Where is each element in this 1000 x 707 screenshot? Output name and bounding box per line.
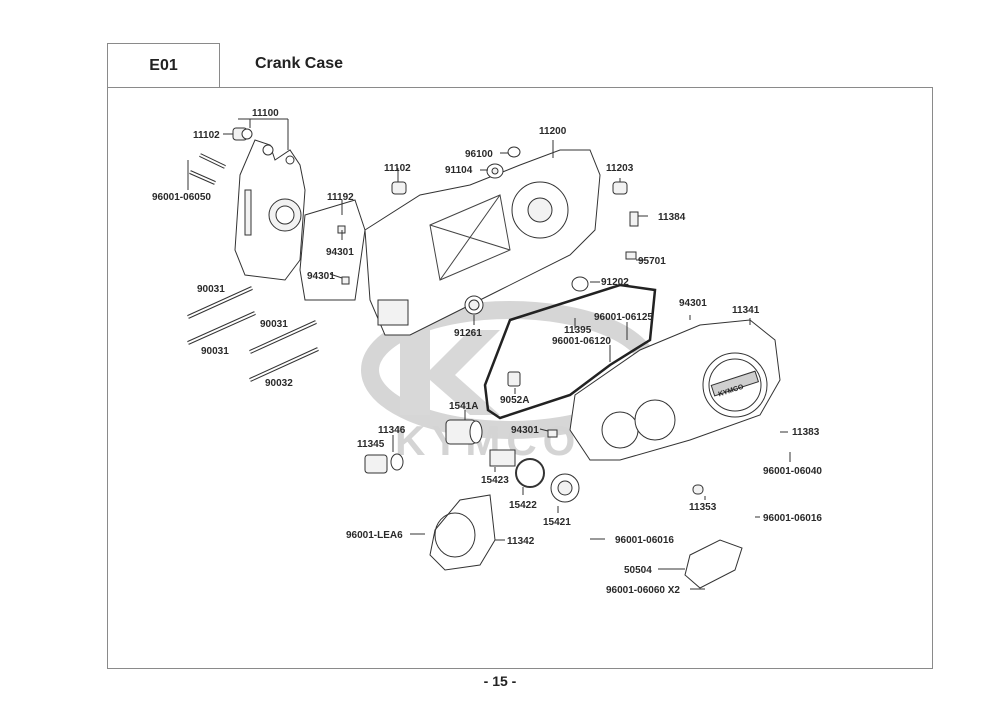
part-label: 11102 xyxy=(193,130,220,141)
part-label: 11100 xyxy=(252,108,279,119)
part-label: 94301 xyxy=(326,247,354,258)
part-label: 11192 xyxy=(327,192,354,203)
part-label: 11353 xyxy=(689,502,717,513)
part-label: 11345 xyxy=(357,439,385,450)
bracket-part xyxy=(684,539,743,589)
part-label: 11200 xyxy=(539,126,567,137)
part-label: 90031 xyxy=(197,284,225,295)
part-label: 50504 xyxy=(624,565,652,576)
starter-parts xyxy=(364,419,580,503)
watermark-text: KYMCO xyxy=(395,417,581,464)
part-label: 15423 xyxy=(481,475,509,486)
part-label: 11341 xyxy=(732,305,760,316)
diagram-frame xyxy=(107,87,933,669)
part-label: 96001-06040 xyxy=(763,466,822,477)
plug-part xyxy=(692,484,704,495)
part-label: 11384 xyxy=(658,212,686,223)
seal-parts xyxy=(391,146,639,315)
part-label: 11342 xyxy=(507,536,535,547)
drain-bolt-part xyxy=(507,371,521,387)
page-title: Crank Case xyxy=(255,55,344,72)
right-crankcase-part xyxy=(364,149,601,336)
page-number: - 15 - xyxy=(483,673,517,689)
stud-bolts xyxy=(187,286,319,382)
part-label: 96100 xyxy=(465,149,493,160)
section-code-text: E01 xyxy=(149,57,178,74)
part-label: 96001-06016 xyxy=(615,535,674,546)
bolt-part xyxy=(189,153,226,185)
cover-gasket-part xyxy=(483,283,657,420)
part-label: 11395 xyxy=(564,325,592,336)
gasket-part xyxy=(299,199,366,301)
part-label: 11383 xyxy=(792,427,820,438)
part-labels: 11100 11102 96001-06050 11192 94301 9430… xyxy=(152,108,822,596)
part-label: 90031 xyxy=(201,346,229,357)
part-label: 96001-06125 xyxy=(594,312,653,323)
part-label: 95701 xyxy=(638,256,666,267)
part-label: 90032 xyxy=(265,378,293,389)
part-label: 9052A xyxy=(500,395,529,406)
leader-lines xyxy=(187,118,791,590)
crankcase-cover-part: KYMCO xyxy=(569,319,781,461)
part-label: 91104 xyxy=(445,165,473,176)
part-label: 91202 xyxy=(601,277,629,288)
dowel-pin-part xyxy=(232,127,253,141)
part-label: 90031 xyxy=(260,319,288,330)
part-label: 11203 xyxy=(606,163,634,174)
part-label: 96001-06016 xyxy=(763,513,822,524)
part-label: 1541A xyxy=(449,401,478,412)
part-label: 11346 xyxy=(378,425,406,436)
part-label: 15421 xyxy=(543,517,571,528)
inner-cover-plate-part xyxy=(429,494,496,571)
part-label: 11102 xyxy=(384,163,411,174)
left-crankcase-part xyxy=(234,139,306,281)
part-label: 15422 xyxy=(509,500,537,511)
part-label: 96001-06050 xyxy=(152,192,211,203)
part-label: 96001-LEA6 xyxy=(346,530,403,541)
part-label: 96001-06060 X2 xyxy=(606,585,680,596)
part-label: 94301 xyxy=(307,271,335,282)
part-label: 94301 xyxy=(511,425,539,436)
dowel-part xyxy=(341,276,350,285)
part-label: 91261 xyxy=(454,328,482,339)
part-label: 94301 xyxy=(679,298,707,309)
section-code: E01 xyxy=(107,43,220,88)
part-label: 96001-06120 xyxy=(552,336,611,347)
